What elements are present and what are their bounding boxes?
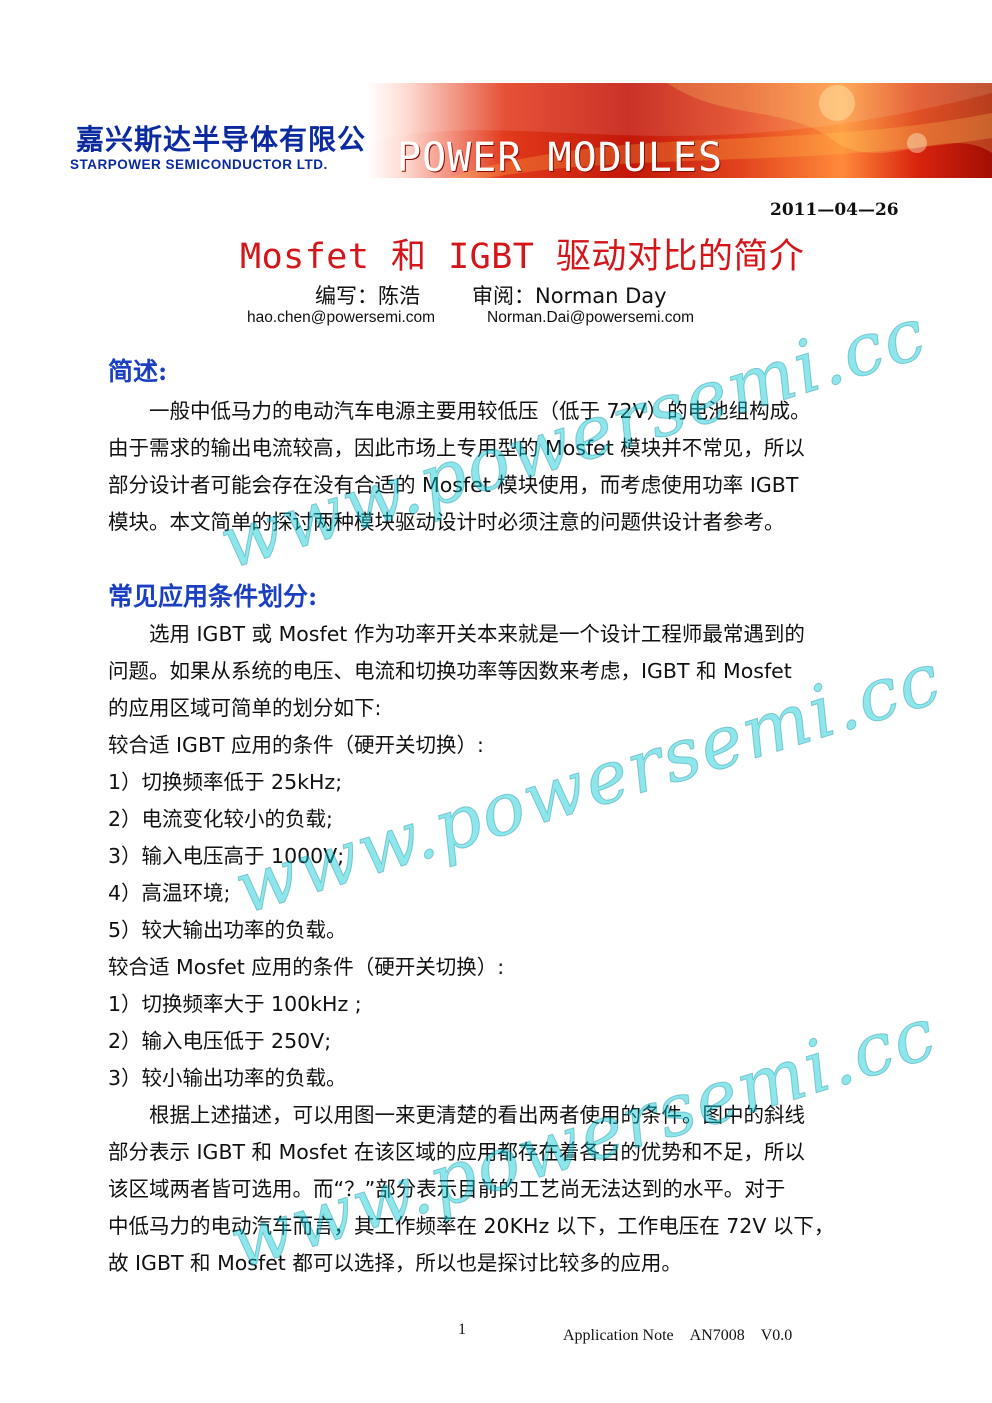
page-number: 1	[458, 1321, 466, 1338]
email-line: hao.chen@powersemi.com Norman.Dai@powerse…	[247, 309, 694, 327]
document-title: Mosfet 和 IGBT 驱动对比的简介	[240, 237, 805, 277]
writer: 编写：陈浩	[315, 284, 420, 308]
paragraph-line: 由于需求的输出电流较高，因此市场上专用型的 Mosfet 模块并不常见，所以	[108, 436, 805, 460]
list-item: 3）较小输出功率的负载。	[108, 1066, 347, 1090]
company-name-en: STARPOWER SEMICONDUCTOR LTD.	[70, 157, 328, 172]
paragraph-line: 部分表示 IGBT 和 Mosfet 在该区域的应用都存在着各自的优势和不足，所…	[108, 1140, 805, 1164]
paragraph-line: 选用 IGBT 或 Mosfet 作为功率开关本来就是一个设计工程师最常遇到的	[108, 622, 805, 646]
paragraph-line: 中低马力的电动汽车而言，其工作频率在 20KHz 以下，工作电压在 72V 以下…	[108, 1214, 835, 1238]
banner-flame-graphic	[367, 83, 992, 178]
list-item: 2）输入电压低于 250V;	[108, 1029, 332, 1053]
list-heading: 较合适 Mosfet 应用的条件（硬开关切换）:	[108, 955, 505, 979]
paragraph-line: 问题。如果从系统的电压、电流和切换功率等因数来考虑，IGBT 和 Mosfet	[108, 659, 792, 683]
company-name-cn: 嘉兴斯达半导体有限公司	[76, 123, 396, 156]
section-overview-body: 一般中低马力的电动汽车电源主要用较低压（低于 72V）的电池组构成。 由于需求的…	[108, 393, 898, 541]
list-item: 3）输入电压高于 1000V;	[108, 844, 345, 868]
writer-email: hao.chen@powersemi.com	[247, 309, 436, 326]
paragraph-line: 模块。本文简单的探讨两种模块驱动设计时必须注意的问题供设计者参考。	[108, 510, 785, 534]
list-item: 1）切换频率低于 25kHz;	[108, 770, 343, 794]
paragraph-line: 该区域两者皆可选用。而“？”部分表示目前的工艺尚无法达到的水平。对于	[108, 1177, 786, 1201]
reviewer-email: Norman.Dai@powersemi.com	[487, 309, 695, 326]
list-item: 4）高温环境;	[108, 881, 231, 905]
list-item: 2）电流变化较小的负载;	[108, 807, 333, 831]
paragraph-line: 一般中低马力的电动汽车电源主要用较低压（低于 72V）的电池组构成。	[108, 399, 811, 423]
reviewer: 审阅：Norman Day	[472, 284, 667, 308]
banner-title: POWER MODULES	[397, 135, 724, 178]
author-line: 编写：陈浩 审阅：Norman Day	[315, 280, 667, 310]
power-modules-banner: POWER MODULES	[367, 83, 992, 178]
section-heading-overview: 简述:	[108, 357, 168, 386]
paragraph-line: 的应用区域可简单的划分如下:	[108, 696, 382, 720]
paragraph-line: 部分设计者可能会存在没有合适的 Mosfet 模块使用，而考虑使用功率 IGBT	[108, 473, 799, 497]
list-item: 5）较大输出功率的负载。	[108, 918, 347, 942]
document-date: 2011—04—26	[770, 200, 899, 220]
list-item: 1）切换频率大于 100kHz ;	[108, 992, 362, 1016]
list-heading: 较合适 IGBT 应用的条件（硬开关切换）:	[108, 733, 484, 757]
paragraph-line: 根据上述描述，可以用图一来更清楚的看出两者使用的条件。图中的斜线	[108, 1103, 805, 1127]
footer-doc-label: Application Note AN7008 V0.0	[563, 1327, 793, 1344]
paragraph-line: 故 IGBT 和 Mosfet 都可以选择，所以也是探讨比较多的应用。	[108, 1251, 682, 1275]
section-heading-conditions: 常见应用条件划分:	[108, 582, 318, 611]
section-conditions-body: 选用 IGBT 或 Mosfet 作为功率开关本来就是一个设计工程师最常遇到的 …	[108, 616, 898, 1282]
